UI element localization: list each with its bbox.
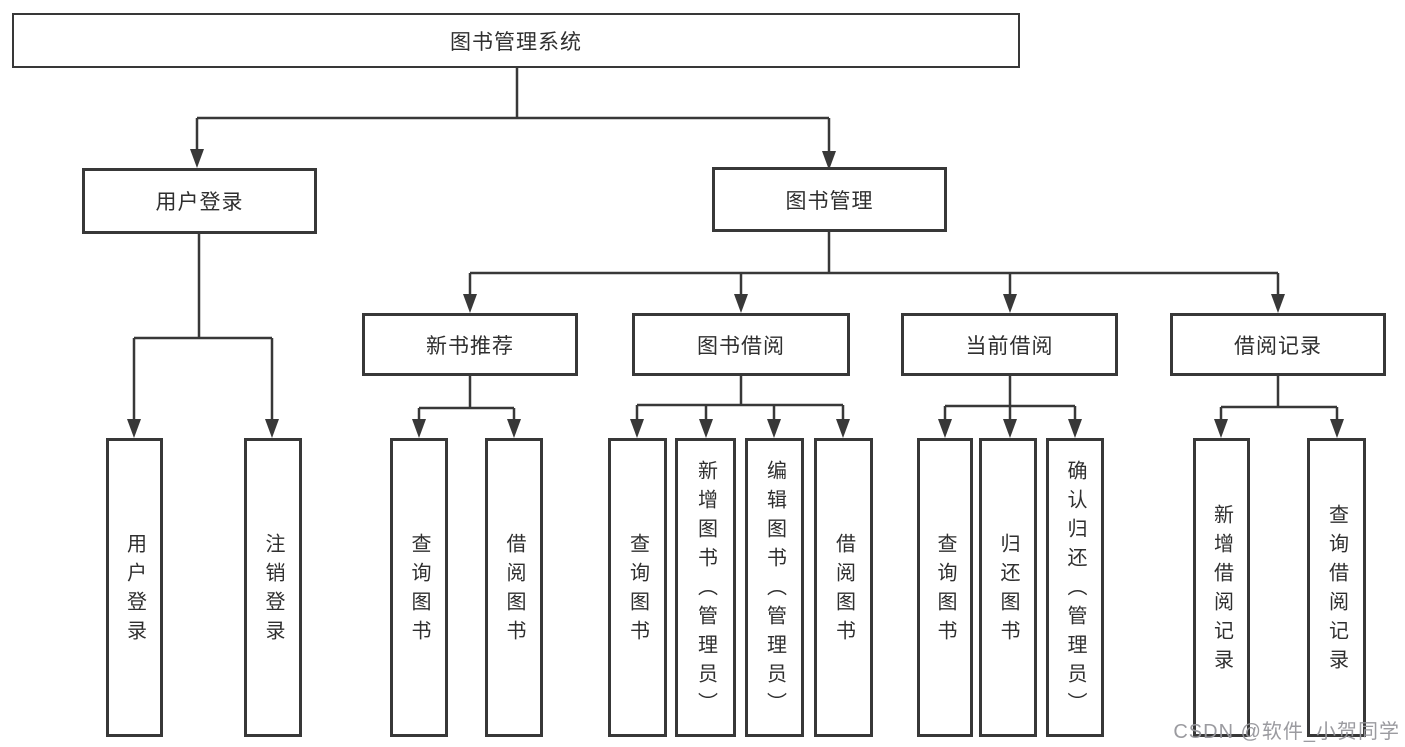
connector-borrow-records-children (1214, 376, 1344, 438)
arrowhead-leaf (1330, 419, 1344, 438)
arrowhead-leaf (1214, 419, 1228, 438)
connector-line (943, 376, 1077, 422)
leaf-confirm-return-admin: 确认归还（管理员） (1046, 438, 1104, 737)
connector-line (132, 234, 274, 422)
arrowhead-leaf (630, 419, 644, 438)
connector-line (417, 376, 516, 422)
connector-new-book-rec-children (412, 376, 521, 438)
csdn-watermark: CSDN @软件_小贺同学 (1173, 721, 1400, 743)
connector-current-borrow-children (938, 376, 1082, 438)
node-label: 当前借阅 (965, 334, 1054, 358)
arrowhead-leaf (412, 419, 426, 438)
arrowhead-borrow-records (1271, 294, 1285, 313)
arrowhead-leaf-user-login (127, 419, 141, 438)
leaf-add-borrow-record: 新增借阅记录 (1193, 438, 1250, 737)
leaf-query-books-recommend: 查询图书 (390, 438, 448, 737)
arrowhead-leaf (836, 419, 850, 438)
leaf-return-books: 归还图书 (979, 438, 1037, 737)
connector-line (635, 376, 845, 422)
node-label: 图书管理 (785, 189, 874, 213)
arrowhead-leaf (507, 419, 521, 438)
node-label: 借阅图书 (503, 532, 525, 649)
node-label: 图书管理系统 (450, 30, 582, 54)
node-label: 查询借阅记录 (1325, 503, 1348, 678)
node-label: 查询图书 (934, 532, 956, 649)
node-label: 注销登录 (262, 532, 284, 649)
node-label: 新增图书（管理员） (694, 460, 717, 721)
node-book-management: 图书管理 (712, 167, 947, 232)
arrowhead-user-login (190, 149, 204, 168)
node-label: 确认归还（管理员） (1064, 460, 1086, 721)
leaf-user-login: 用户登录 (106, 438, 163, 737)
leaf-add-books-admin: 新增图书（管理员） (675, 438, 736, 737)
node-new-book-recommendation: 新书推荐 (362, 313, 578, 376)
node-label: 查询图书 (626, 532, 649, 649)
node-current-borrowing: 当前借阅 (901, 313, 1118, 376)
arrowhead-leaf (938, 419, 952, 438)
node-label: 用户登录 (155, 191, 244, 214)
node-label: 借阅记录 (1234, 334, 1322, 358)
node-book-borrowing: 图书借阅 (632, 313, 850, 376)
leaf-borrow-books: 借阅图书 (814, 438, 873, 737)
leaf-logout: 注销登录 (244, 438, 302, 737)
arrowhead-leaf (699, 419, 713, 438)
connector-book-borrow-children (630, 376, 850, 438)
node-label: 归还图书 (997, 532, 1019, 649)
arrowhead-current-borrow (1003, 294, 1017, 313)
arrowhead-book-borrow (734, 294, 748, 313)
leaf-borrow-books-recommend: 借阅图书 (485, 438, 543, 737)
arrowhead-leaf (1003, 419, 1017, 438)
connector-book-mgmt-children (463, 232, 1285, 313)
arrowhead-leaf (1068, 419, 1082, 438)
leaf-edit-books-admin: 编辑图书（管理员） (745, 438, 804, 737)
node-label: 图书借阅 (697, 334, 785, 358)
leaf-query-books-borrow: 查询图书 (608, 438, 667, 737)
connector-line (195, 68, 831, 154)
leaf-query-borrow-record: 查询借阅记录 (1307, 438, 1366, 737)
node-label: 借阅图书 (832, 532, 855, 649)
node-label: 新书推荐 (426, 334, 514, 358)
arrowhead-new-book-rec (463, 294, 477, 313)
connector-user-login-children (127, 234, 279, 438)
node-label: 用户登录 (123, 532, 146, 649)
connector-root-to-level2 (190, 68, 836, 170)
node-user-login: 用户登录 (82, 168, 317, 234)
arrowhead-leaf-logout (265, 419, 279, 438)
node-label: 新增借阅记录 (1210, 503, 1233, 678)
connector-line (1219, 376, 1339, 422)
node-label: 查询图书 (408, 532, 430, 649)
connector-line (468, 232, 1280, 297)
node-label: 编辑图书（管理员） (763, 460, 786, 721)
leaf-query-books-current: 查询图书 (917, 438, 973, 737)
node-borrowing-records: 借阅记录 (1170, 313, 1386, 376)
node-system-root: 图书管理系统 (12, 13, 1020, 68)
arrowhead-leaf (767, 419, 781, 438)
arrowhead-book-mgmt (822, 151, 836, 170)
